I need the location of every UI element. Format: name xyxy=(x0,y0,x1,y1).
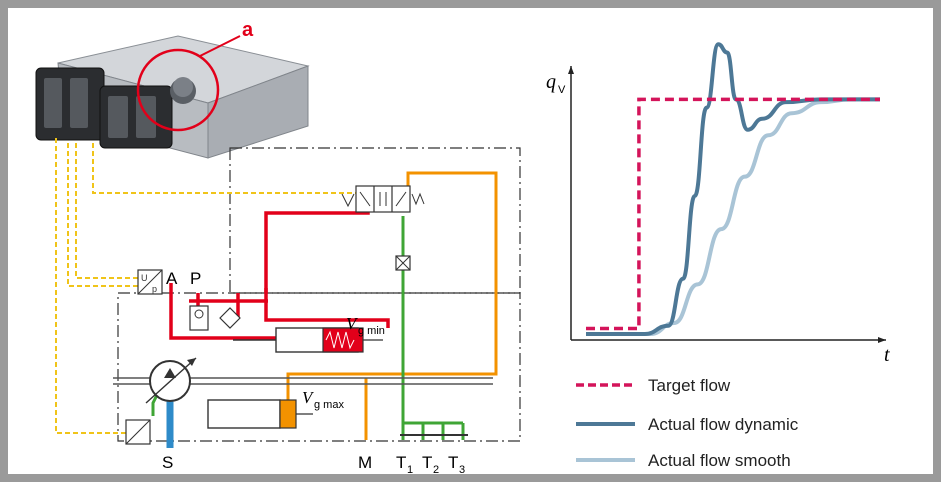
cylinder-vg-min xyxy=(233,327,383,353)
svg-text:U: U xyxy=(141,273,148,283)
legend: Target flow Actual flow dynamic Actual f… xyxy=(576,376,799,470)
filter-symbol xyxy=(219,307,241,329)
port-A-label: A xyxy=(166,269,178,288)
pressure-control-valve xyxy=(125,419,151,445)
valve-block-boundary xyxy=(117,147,521,442)
flow-chart: q V t Target flow Actual flow dynamic Ac… xyxy=(546,42,890,470)
figure-frame: a xyxy=(8,8,933,476)
port-S-label: S xyxy=(162,453,173,472)
port-T3-subscript: 3 xyxy=(459,464,465,474)
callout-label: a xyxy=(242,19,254,41)
callout-a: a xyxy=(136,19,254,132)
check-valve xyxy=(189,305,209,331)
vg-max-subscript: g max xyxy=(314,399,344,411)
ecu-unit xyxy=(35,35,310,159)
svg-text:p: p xyxy=(152,284,157,294)
control-lines xyxy=(286,171,498,440)
tank-lines xyxy=(151,216,465,440)
directional-valve xyxy=(341,185,425,213)
legend-label-target: Target flow xyxy=(648,376,731,395)
callout-circle xyxy=(136,48,220,132)
port-T1-label: T xyxy=(396,453,406,472)
port-M-label: M xyxy=(358,453,372,472)
pressure-sensor: U p xyxy=(137,269,163,295)
series-actual-flow-dynamic xyxy=(586,42,880,336)
legend-label-smooth: Actual flow smooth xyxy=(648,451,791,470)
port-T2-label: T xyxy=(422,453,432,472)
port-T3-label: T xyxy=(448,453,458,472)
port-T1-subscript: 1 xyxy=(407,464,413,474)
y-axis-subscript: V xyxy=(558,84,566,96)
port-T2-subscript: 2 xyxy=(433,464,439,474)
series-target-flow xyxy=(586,97,880,331)
legend-label-dynamic: Actual flow dynamic xyxy=(648,415,799,434)
vg-max-label: V xyxy=(302,388,315,407)
cylinder-vg-max xyxy=(207,399,313,429)
figure-canvas: a xyxy=(35,19,890,476)
signal-lines xyxy=(55,138,356,434)
hydraulic-pump xyxy=(113,357,493,404)
y-axis-label: q xyxy=(546,71,556,93)
x-axis-label: t xyxy=(884,344,890,366)
vg-min-subscript: g min xyxy=(358,325,385,337)
series-actual-flow-smooth xyxy=(586,97,880,337)
vg-min-label: V xyxy=(346,314,359,333)
port-P-label: P xyxy=(190,269,201,288)
